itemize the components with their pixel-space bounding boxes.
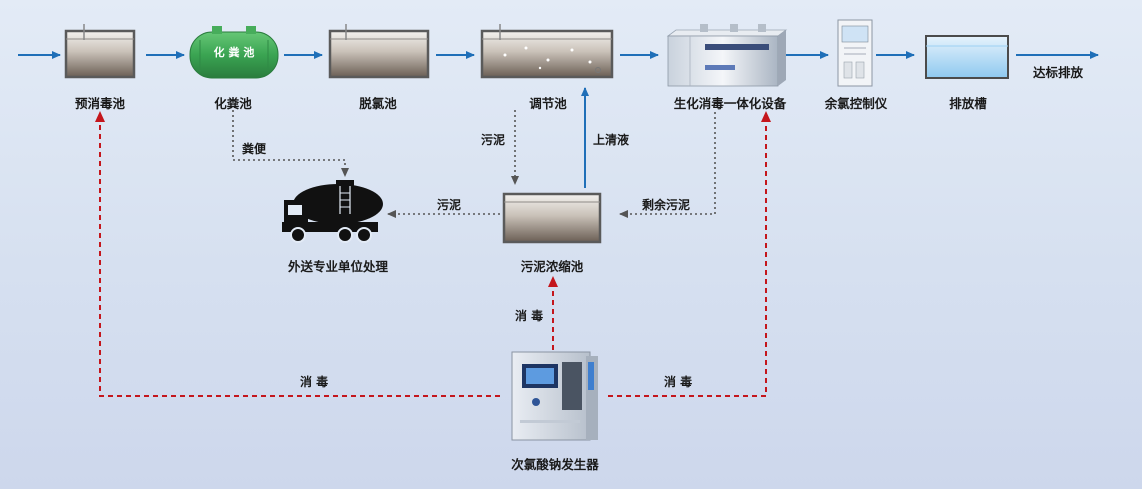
disinfect-arrows — [95, 111, 771, 397]
disinfect-right-arrow — [608, 111, 771, 397]
edge-label-sludge-down: 污泥 — [481, 133, 506, 147]
label-pre-disinfection: 预消毒池 — [74, 96, 126, 111]
edge-label-residual-sludge: 剩余污泥 — [642, 198, 691, 212]
label-dechlorination: 脱氯池 — [359, 96, 397, 111]
septic-tank — [189, 26, 279, 79]
label-residual-chlorine: 余氯控制仪 — [824, 96, 888, 111]
feces-arrow — [232, 110, 349, 177]
sludge-thickener-tank — [502, 192, 602, 244]
edge-label-disinfect-up: 消 毒 — [515, 309, 544, 323]
label-external-disposal: 外送专业单位处理 — [287, 259, 389, 274]
label-equalization: 调节池 — [529, 96, 567, 111]
label-sludge-thickener: 污泥浓缩池 — [520, 259, 584, 274]
label-septic: 化粪池 — [214, 96, 252, 111]
pre-disinfection-tank — [64, 24, 136, 79]
dechlorination-tank — [328, 24, 430, 79]
residual-chlorine-meter — [837, 19, 873, 87]
disinfect-left-arrow — [95, 111, 500, 397]
main-flow-arrows — [18, 51, 1099, 188]
edge-label-sludge-out: 污泥 — [437, 198, 462, 212]
discharge-tank — [925, 35, 1009, 79]
septic-tank-text: 化 粪 池 — [213, 46, 255, 59]
tanker-truck — [282, 180, 383, 243]
hypochlorite-generator — [511, 351, 598, 441]
label-hypochlorite-generator: 次氯酸钠发生器 — [511, 457, 599, 472]
residual-sludge-arrow — [619, 112, 716, 218]
biochemical-device — [666, 24, 788, 87]
edge-label-disinfect-left: 消 毒 — [300, 375, 329, 389]
sludge-flow-arrows — [232, 110, 716, 218]
label-biochemical: 生化消毒一体化设备 — [673, 96, 787, 111]
edge-label-disinfect-right: 消 毒 — [664, 375, 693, 389]
edge-label-feces: 粪便 — [242, 142, 267, 156]
equalization-tank — [480, 24, 614, 79]
edge-label-supernatant: 上清液 — [593, 133, 630, 147]
label-compliant-discharge: 达标排放 — [1032, 65, 1084, 80]
label-discharge-tank: 排放槽 — [949, 96, 987, 111]
